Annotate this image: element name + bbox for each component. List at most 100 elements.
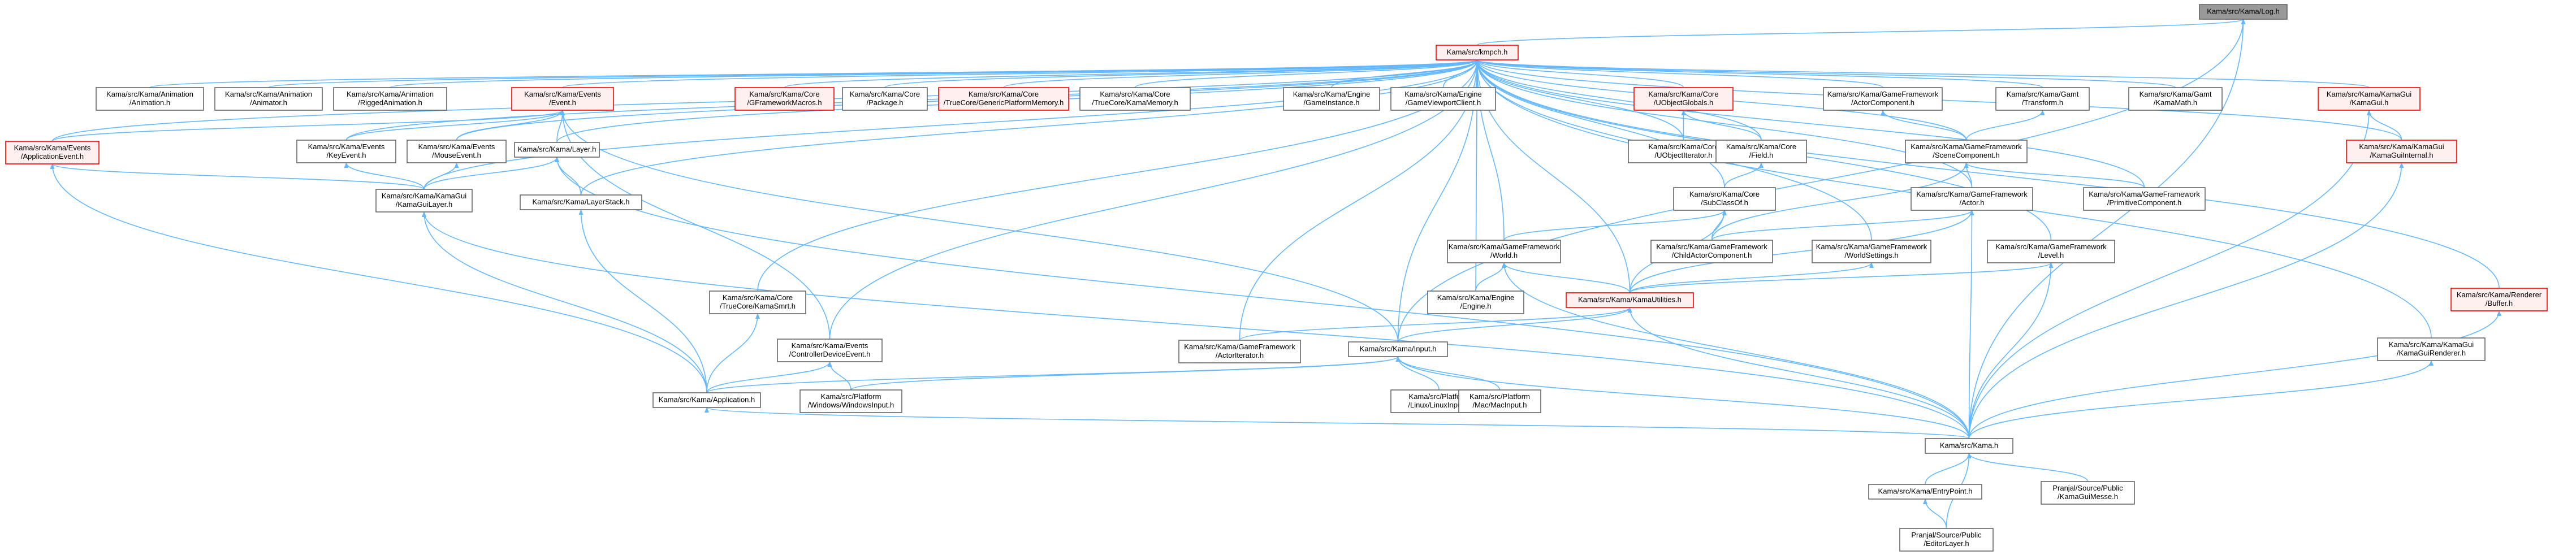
edge-childactor-to-actor: [1711, 210, 1974, 241]
node-kutil[interactable]: Kama/src/Kama/KamaUtilities.h: [1566, 292, 1694, 308]
node-label-line: Kama/src/Kama/Animation: [225, 90, 312, 98]
node-uobjglob[interactable]: Kama/src/Kama/Core/UObjectGlobals.h: [1633, 87, 1734, 111]
edge-kama-to-world: [1502, 262, 1970, 439]
node-gfm[interactable]: Kama/src/Kama/Core/GFrameworkMacros.h: [734, 87, 835, 111]
node-truecore[interactable]: Kama/src/Kama/Core/TrueCore/KamaSmrt.h: [709, 290, 806, 314]
node-engine[interactable]: Kama/src/Kama/Engine/Engine.h: [1427, 290, 1524, 314]
edge-actorcomp-to-kmpch: [1475, 59, 1883, 88]
edge-kama-to-kgui: [1968, 110, 2371, 439]
node-kmem[interactable]: Kama/src/Kama/Core/TrueCore/KamaMemory.h: [1079, 87, 1191, 111]
node-worldset[interactable]: Kama/src/Kama/GameFramework/WorldSetting…: [1812, 240, 1931, 263]
node-subclassof[interactable]: Kama/src/Kama/Core/SubClassOf.h: [1673, 187, 1776, 211]
edge-kama-to-renderer: [1968, 310, 2501, 439]
node-kguilayer[interactable]: Kama/src/Kama/KamaGui/KamaGuiLayer.h: [375, 189, 473, 213]
node-label-line: /Animation.h: [129, 98, 170, 107]
node-gvc[interactable]: Kama/src/Kama/Engine/GameViewportClient.…: [1390, 87, 1496, 111]
node-actorcomp[interactable]: Kama/src/Kama/GameFramework/ActorCompone…: [1823, 87, 1943, 111]
node-label-line: /KamaGuiInternal.h: [2370, 151, 2433, 159]
node-label-line: Kama/src/Kama/GameFramework: [1449, 242, 1560, 251]
node-label-line: Kama/src/Kama/Gamt: [2007, 90, 2079, 98]
node-animator[interactable]: Kama/src/Kama/Animation/Animator.h: [214, 87, 323, 111]
node-label-line: Pranjal/Source/Public: [2052, 484, 2123, 492]
node-label-line: /KamaGuiMesse.h: [2058, 492, 2118, 501]
node-scenecomp[interactable]: Kama/src/Kama/GameFramework/SceneCompone…: [1905, 140, 2028, 163]
node-box: [1812, 240, 1931, 263]
node-box: [1995, 87, 2090, 111]
edge-kama-to-actor: [1968, 210, 1974, 439]
edge-primcomp-to-scenecomp: [1964, 162, 2145, 188]
edge-gpm-to-kmpch: [1003, 59, 1480, 88]
node-app[interactable]: Kama/src/Kama/Application.h: [652, 392, 761, 408]
edge-layerstack-to-kmpch: [580, 59, 1480, 196]
node-log[interactable]: Kama/src/Kama/Log.h: [2199, 4, 2288, 20]
node-macinput[interactable]: Kama/src/Platform/Mac/MacInput.h: [1458, 389, 1541, 413]
node-primcomp[interactable]: Kama/src/Kama/GameFramework/PrimitiveCom…: [2083, 187, 2206, 211]
node-kama[interactable]: Kama/src/Kama.h: [1925, 438, 2013, 454]
node-childactor[interactable]: Kama/src/Kama/GameFramework/ChildActorCo…: [1650, 240, 1773, 263]
node-box: [1079, 87, 1191, 111]
edge-kgui-to-kmpch: [1475, 59, 2370, 88]
edge-app-to-ctrlevent: [706, 361, 832, 393]
edge-macinput-to-input: [1395, 356, 1501, 391]
node-actor[interactable]: Kama/src/Kama/GameFramework/Actor.h: [1911, 187, 2033, 211]
edge-layerstack-to-layer: [555, 157, 582, 196]
node-label-line: Kama/src/Kama/LayerStack.h: [533, 198, 630, 206]
node-event[interactable]: Kama/src/Kama/Events/Event.h: [511, 87, 614, 111]
edge-kama-to-level: [1968, 262, 2054, 439]
node-label-line: /RiggedAnimation.h: [358, 98, 422, 107]
node-mouseevent[interactable]: Kama/src/Kama/Events/MouseEvent.h: [407, 140, 507, 163]
node-label-line: Pranjal/Source/Public: [1911, 531, 1982, 539]
node-label-line: /MouseEvent.h: [432, 151, 481, 159]
node-label-line: Kama/src/Kama/EntryPoint.h: [1878, 487, 1973, 496]
node-gpm[interactable]: Kama/src/Kama/Core/TrueCore/GenericPlatf…: [938, 87, 1069, 111]
node-level[interactable]: Kama/src/Kama/GameFramework/Level.h: [1987, 240, 2115, 263]
edge-app-to-truecore: [706, 313, 760, 393]
node-label-line: Kama/src/Kama/Core: [749, 90, 819, 98]
node-entry[interactable]: Kama/src/Kama/EntryPoint.h: [1868, 484, 1982, 500]
edge-transform-to-kmpch: [1475, 59, 2043, 88]
node-layer[interactable]: Kama/src/Kama/Layer.h: [514, 142, 600, 158]
node-label-line: Kama/src/Kama/Engine: [1293, 90, 1371, 98]
node-field[interactable]: Kama/src/Kama/Core/Field.h: [1715, 140, 1807, 163]
node-editorlayer[interactable]: Pranjal/Source/Public/EditorLayer.h: [1899, 528, 1994, 552]
node-world[interactable]: Kama/src/Kama/GameFramework/World.h: [1447, 240, 1561, 263]
node-box: [1458, 389, 1541, 413]
node-kguiint[interactable]: Kama/src/Kama/KamaGui/KamaGuiInternal.h: [2346, 140, 2457, 163]
edge-kama-to-log: [1968, 19, 2246, 439]
node-kgui[interactable]: Kama/src/Kama/KamaGui/KamaGui.h: [2318, 87, 2421, 111]
node-label-line: /PrimitiveComponent.h: [2107, 198, 2182, 207]
node-kguirend[interactable]: Kama/src/Kama/KamaGui/KamaGuiRenderer.h: [2377, 337, 2486, 361]
node-box: [5, 141, 100, 164]
node-box: [1390, 87, 1496, 111]
node-label-line: Kama/src/Kama/Events: [418, 142, 495, 151]
node-kmpch[interactable]: Kama/src/kmpch.h: [1436, 45, 1519, 60]
node-box: [333, 87, 447, 111]
node-gameinst[interactable]: Kama/src/Kama/Engine/GameInstance.h: [1283, 87, 1380, 111]
node-kmath[interactable]: Kama/src/Kama/Gamt/KamaMath.h: [2128, 87, 2223, 111]
node-layerstack[interactable]: Kama/src/Kama/LayerStack.h: [520, 194, 642, 210]
node-transform[interactable]: Kama/src/Kama/Gamt/Transform.h: [1995, 87, 2090, 111]
node-appevent[interactable]: Kama/src/Kama/Events/ApplicationEvent.h: [5, 141, 100, 164]
edge-field-to-kmpch: [1475, 59, 1762, 141]
node-label-line: /UObjectIterator.h: [1655, 151, 1713, 159]
node-renderer[interactable]: Kama/src/Kama/Renderer/Buffer.h: [2450, 288, 2548, 311]
node-rigged[interactable]: Kama/src/Kama/Animation/RiggedAnimation.…: [333, 87, 447, 111]
node-box: [1178, 340, 1301, 363]
node-box: [709, 290, 806, 314]
node-anim[interactable]: Kama/src/Kama/Animation/Animation.h: [96, 87, 204, 111]
node-actoriter[interactable]: Kama/src/Kama/GameFramework/ActorIterato…: [1178, 340, 1301, 363]
node-ctrlevent[interactable]: Kama/src/Kama/Events/ControllerDeviceEve…: [777, 339, 883, 362]
node-label-line: /Event.h: [549, 98, 576, 107]
node-box: [1348, 341, 1448, 357]
node-keyevent[interactable]: Kama/src/Kama/Events/KeyEvent.h: [296, 140, 396, 163]
edge-linuxinput-to-input: [1395, 356, 1440, 391]
edge-subclassof-to-field: [1724, 162, 1764, 188]
node-label-line: Kama/src/Kama.h: [1940, 441, 1998, 450]
node-input[interactable]: Kama/src/Kama/Input.h: [1348, 341, 1448, 357]
node-package[interactable]: Kama/src/Kama/Core/Package.h: [842, 87, 928, 111]
node-box: [520, 194, 642, 210]
node-label-line: /ChildActorComponent.h: [1672, 251, 1752, 259]
node-label-line: Kama/src/Kama/Events: [14, 144, 91, 152]
node-pmesh[interactable]: Pranjal/Source/Public/KamaGuiMesse.h: [2041, 481, 2135, 505]
node-wininput[interactable]: Kama/src/Platform/Windows/WindowsInput.h: [799, 389, 902, 413]
